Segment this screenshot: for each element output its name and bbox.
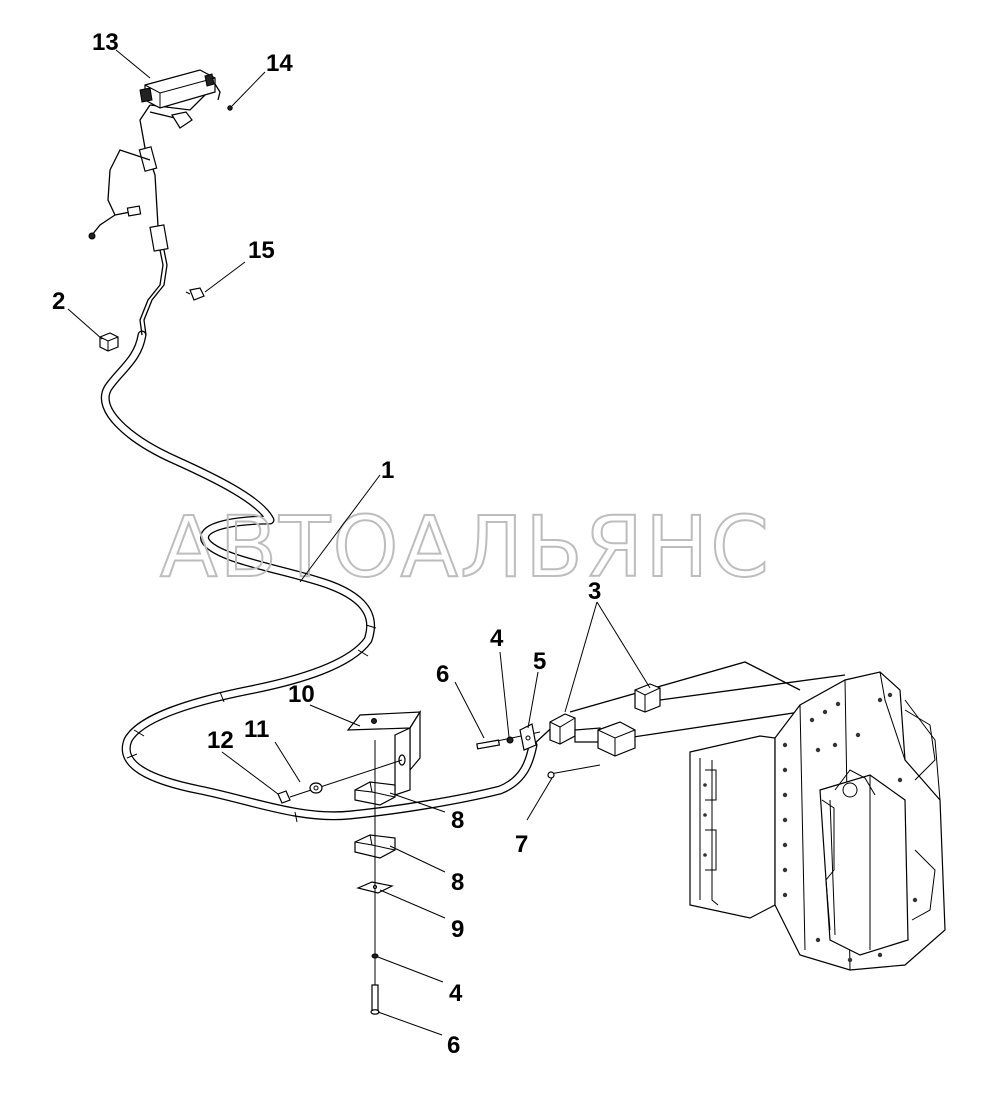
callout-8-lower: 8 bbox=[451, 869, 464, 896]
callout-3: 3 bbox=[588, 578, 601, 605]
callout-10: 10 bbox=[288, 681, 315, 708]
callout-1: 1 bbox=[381, 457, 394, 484]
callout-4-lower: 4 bbox=[449, 980, 463, 1007]
callout-9: 9 bbox=[451, 916, 464, 943]
callout-labels: 13 14 15 2 1 3 4 5 6 10 12 11 8 7 8 9 4 … bbox=[52, 29, 601, 1059]
callout-6-lower: 6 bbox=[447, 1032, 460, 1059]
spacer-block bbox=[99, 332, 119, 352]
callout-4-upper: 4 bbox=[490, 625, 504, 652]
watermark-text: АВТОАЛЬЯНС bbox=[160, 498, 771, 596]
callout-5: 5 bbox=[533, 648, 546, 675]
callout-14: 14 bbox=[266, 50, 293, 77]
bracket-assembly bbox=[277, 709, 422, 1015]
callout-11: 11 bbox=[244, 716, 269, 743]
callout-12: 12 bbox=[207, 727, 234, 754]
callout-6-upper: 6 bbox=[436, 661, 449, 688]
machine-housing bbox=[569, 661, 946, 971]
callout-2: 2 bbox=[52, 288, 65, 315]
leader-lines bbox=[67, 49, 651, 1036]
callout-13: 13 bbox=[92, 29, 119, 56]
callout-15: 15 bbox=[248, 237, 275, 264]
callout-7: 7 bbox=[515, 831, 528, 858]
sensor-assembly bbox=[476, 683, 661, 779]
callout-8-upper: 8 bbox=[451, 807, 464, 834]
upper-wiring bbox=[88, 69, 233, 336]
